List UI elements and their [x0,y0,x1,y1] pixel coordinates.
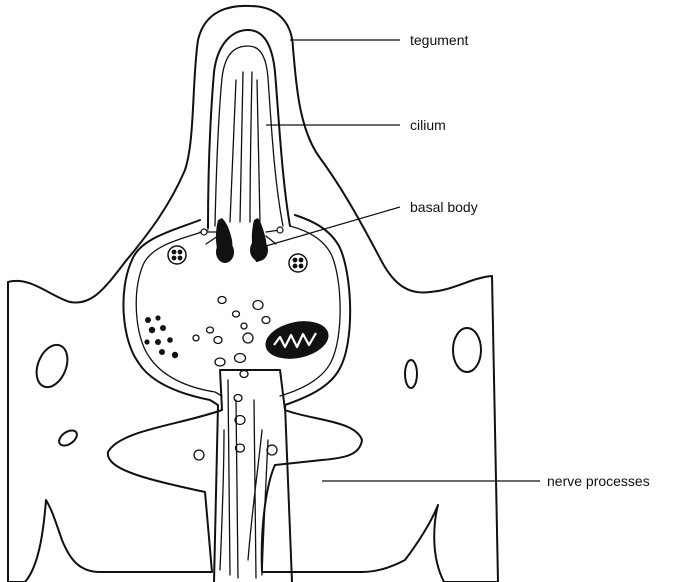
label-nerve-processes: nerve processes [547,473,650,489]
dense-granules [144,315,178,358]
label-tegument: tegument [410,32,468,48]
centriole-left [168,246,186,264]
cilium-sheath-inner [215,46,283,226]
cilium-fibres [230,72,260,222]
basal-body-left [200,218,234,263]
label-basal-body: basal body [410,199,478,215]
inclusion-small-right [405,360,417,388]
tegument-layer [8,6,498,582]
centriole-right [289,254,307,272]
label-cilium: cilium [410,117,446,133]
mitochondrion [262,316,332,365]
inclusion-large-right [453,328,481,372]
inclusion-large-left [31,340,73,391]
basal-body-right [250,218,283,262]
cilium-sheath [208,30,290,228]
leader-basal-body [266,207,400,246]
inclusion-small-left [56,427,79,448]
vesicles [193,297,277,461]
